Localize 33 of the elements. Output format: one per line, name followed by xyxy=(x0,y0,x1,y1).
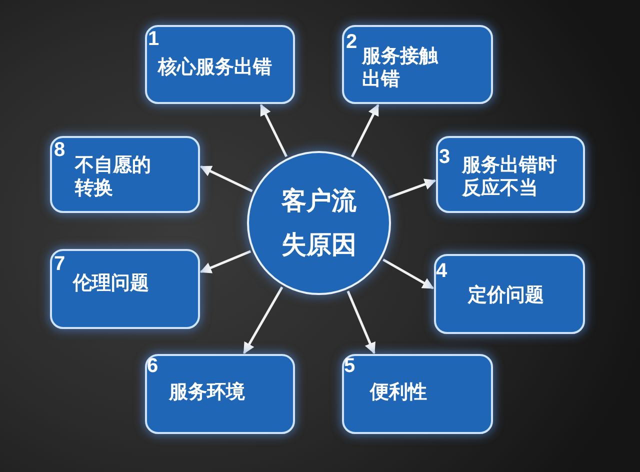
reason-box xyxy=(342,25,493,104)
step-number: 5 xyxy=(344,356,356,376)
topic-text: 客户流失原因 xyxy=(280,185,358,261)
reason-box xyxy=(145,25,295,104)
arrow xyxy=(346,290,376,354)
reason-text: 服务接触出错 xyxy=(362,45,440,91)
reason-box xyxy=(50,136,200,213)
step-number: 3 xyxy=(439,147,450,167)
arrow xyxy=(243,286,284,354)
step-number: 4 xyxy=(436,261,448,281)
step-number: 2 xyxy=(346,32,358,52)
reason-text: 伦理问题 xyxy=(73,272,149,295)
arrow xyxy=(260,104,288,158)
arrow xyxy=(388,178,436,199)
reason-box xyxy=(434,254,585,334)
reason-text: 定价问题 xyxy=(468,284,544,307)
reason-text: 核心服务出错 xyxy=(158,56,272,79)
step-number: 8 xyxy=(54,140,66,160)
reason-text: 便利性 xyxy=(370,381,427,404)
reason-text: 不自愿的转换 xyxy=(75,154,152,200)
step-number: 1 xyxy=(148,29,160,49)
arrow xyxy=(350,104,380,158)
arrow xyxy=(200,250,252,274)
reason-box xyxy=(342,354,493,434)
reason-text: 服务环境 xyxy=(169,381,245,404)
reason-box xyxy=(145,354,295,434)
reason-box xyxy=(50,249,200,329)
arrow xyxy=(382,258,434,290)
reason-text: 服务出错时反应不当 xyxy=(462,154,558,200)
step-number: 7 xyxy=(54,254,66,274)
reason-box xyxy=(436,136,585,213)
arrow xyxy=(200,165,253,192)
step-number: 6 xyxy=(147,356,158,376)
